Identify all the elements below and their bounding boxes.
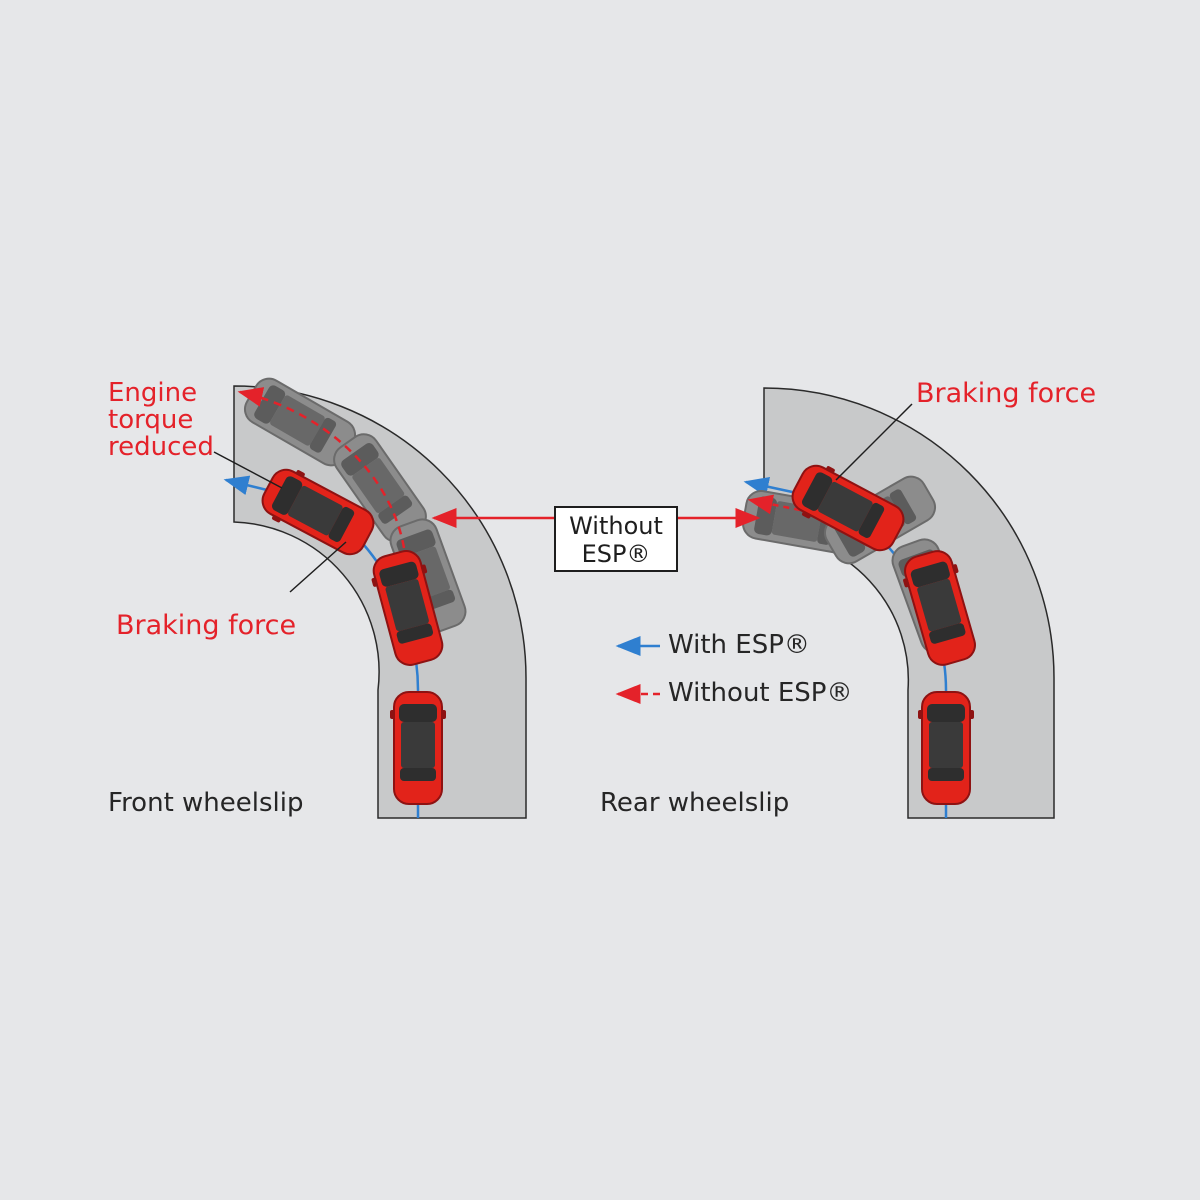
braking-force-right-label: Braking force	[916, 378, 1097, 409]
engine-torque-line-2: torque	[108, 405, 194, 435]
leader-engine-torque	[213, 451, 283, 489]
car	[389, 691, 447, 805]
without-esp-box-line-1: Without	[569, 512, 663, 540]
braking-force-left-label: Braking force	[116, 610, 297, 641]
engine-torque-line-3: reduced	[108, 432, 214, 462]
legend-without-esp-label: Without ESP®	[668, 678, 853, 708]
car	[917, 691, 975, 805]
leader-braking-right	[835, 403, 913, 481]
front-wheelslip-caption: Front wheelslip	[108, 788, 304, 818]
no-esp-path-left	[237, 387, 406, 549]
engine-torque-line-1: Engine	[108, 378, 198, 408]
rear-wheelslip-caption: Rear wheelslip	[600, 788, 790, 818]
without-esp-box: Without ESP®	[554, 506, 678, 572]
no-esp-path-right	[747, 494, 801, 515]
legend-with-esp-label: With ESP®	[668, 630, 810, 660]
engine-torque-label: Engine torque reduced	[108, 380, 214, 461]
without-esp-box-line-2: ESP®	[581, 540, 651, 568]
leader-braking-left	[289, 541, 347, 593]
